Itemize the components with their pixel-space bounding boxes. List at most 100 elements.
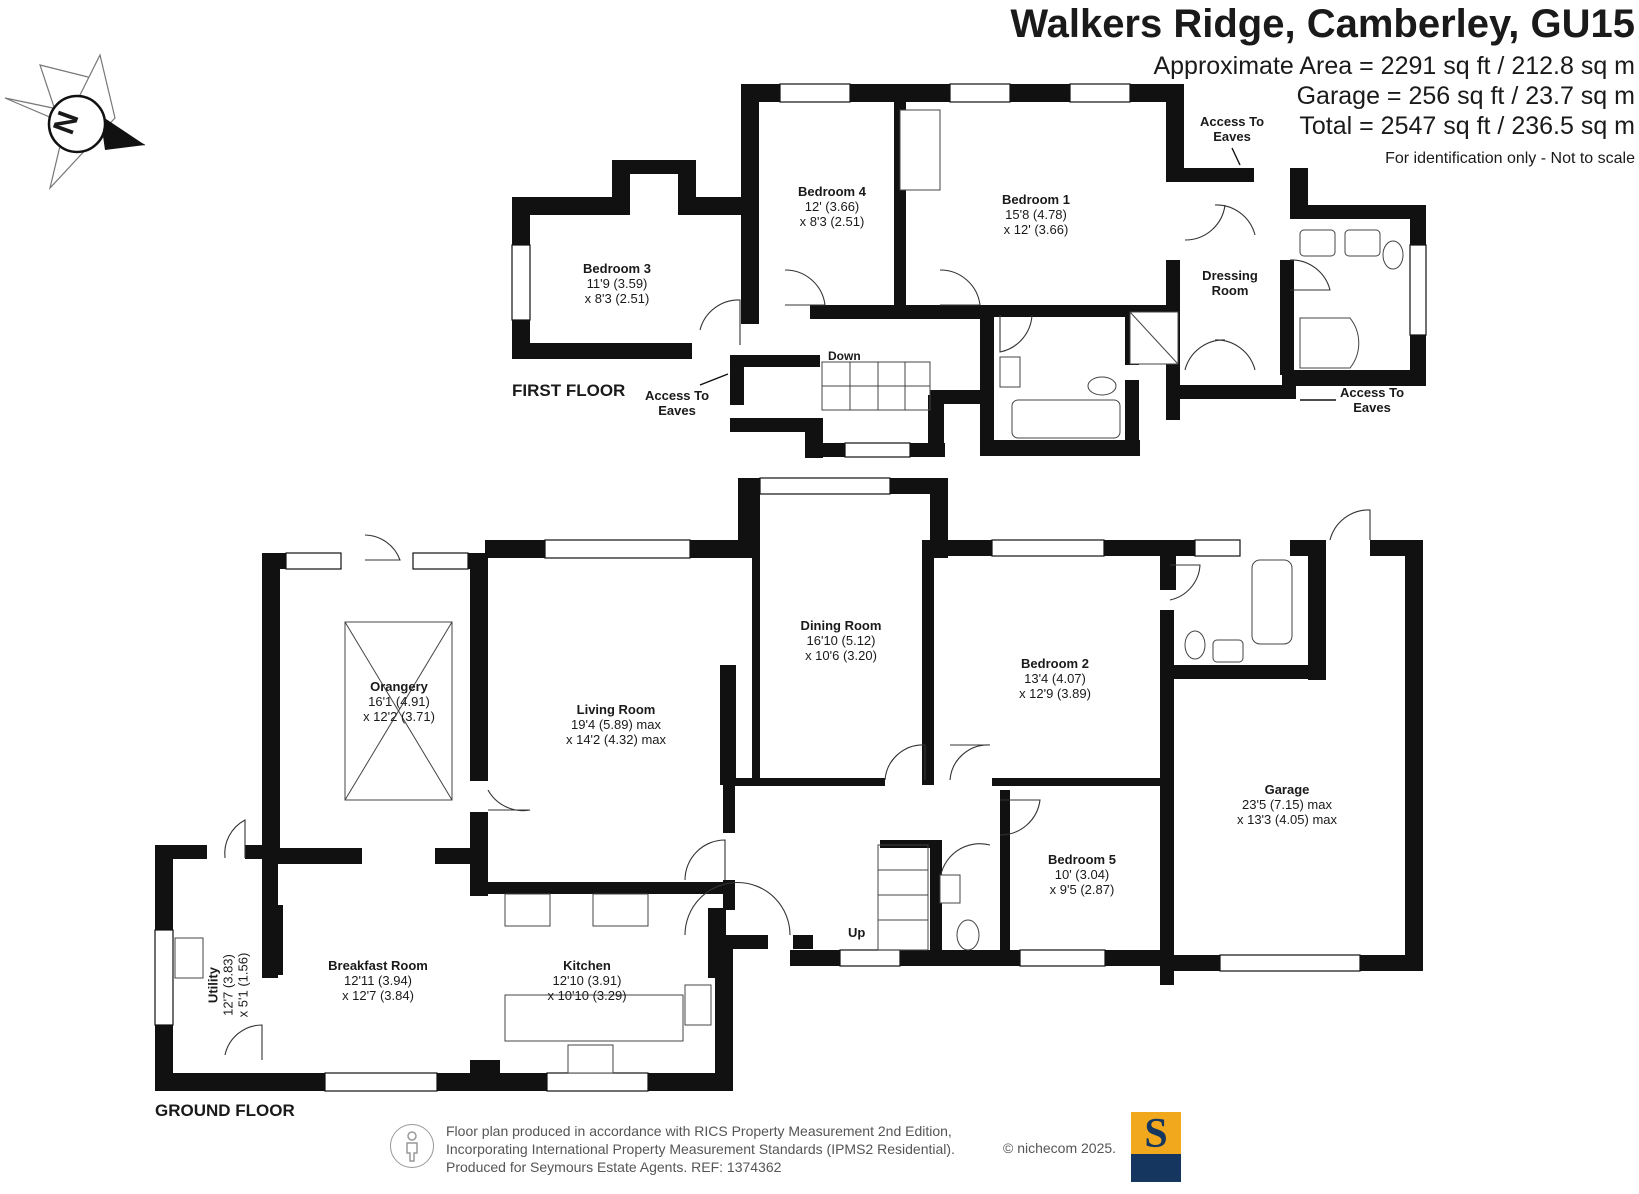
room-dim: 19'4 (5.89) max [571, 717, 661, 732]
wall [1360, 955, 1423, 971]
room-name: Orangery [370, 679, 428, 694]
wall [1166, 84, 1184, 180]
room-dim: 13'4 (4.07) [1024, 671, 1086, 686]
room-dim: x 10'6 (3.20) [805, 648, 877, 663]
room-name: Dining Room [800, 618, 882, 633]
wall [470, 1060, 500, 1074]
door-swing [364, 534, 401, 561]
basin [1299, 229, 1336, 257]
room-dim: x 12'7 (3.84) [342, 988, 414, 1003]
wall [690, 540, 740, 558]
eaves-label: Access To [1200, 114, 1265, 129]
room-orangery: Orangery 16'1 (4.91) x 12'2 (3.71) [363, 679, 435, 724]
basin [999, 356, 1021, 388]
wall [730, 418, 820, 432]
door-swing [1169, 564, 1201, 601]
stairs-down-label: Down [828, 349, 861, 363]
door-swing [999, 314, 1033, 353]
room-name: Garage [1264, 782, 1310, 797]
door-swing [1289, 259, 1331, 291]
window [949, 83, 1011, 103]
bath [1011, 399, 1121, 439]
wall [930, 390, 985, 404]
room-dim: 12'7 (3.83) [220, 954, 236, 1016]
room-dim: x 13'3 (4.05) max [1236, 812, 1338, 827]
window [1069, 83, 1131, 103]
wall [741, 84, 759, 324]
wall [980, 305, 994, 455]
kitchen-unit [504, 893, 551, 927]
room-name: Bedroom 2 [1021, 656, 1089, 671]
wall [1160, 610, 1174, 985]
wall [470, 553, 488, 781]
wall [725, 778, 885, 786]
window [1409, 244, 1427, 336]
room-garage: Garage 23'5 (7.15) max x 13'3 (4.05) max [1237, 782, 1337, 827]
wall [1280, 260, 1294, 375]
room-breakfast: Breakfast Room 12'11 (3.94) x 12'7 (3.84… [328, 958, 428, 1003]
room-name: Dressing [1202, 268, 1258, 283]
window [546, 1072, 649, 1092]
room-dim: 12'10 (3.91) [552, 973, 622, 988]
room-name: Breakfast Room [328, 958, 428, 973]
basin [939, 874, 961, 904]
wall [1166, 385, 1296, 399]
room-dim: 23'5 (7.15) max [1242, 797, 1332, 812]
wall [880, 840, 940, 848]
room-dim: 11'9 (3.59) [586, 276, 648, 291]
eaves-label: Access To [645, 388, 710, 403]
room-dim: 15'8 (4.78) [1005, 207, 1067, 222]
footer-text: Floor plan produced in accordance with R… [446, 1122, 955, 1176]
wall [738, 478, 756, 558]
window [412, 552, 469, 570]
room-name: Bedroom 4 [798, 184, 866, 199]
window [839, 949, 901, 967]
garage-area: Garage = 256 sq ft / 23.7 sq m [1296, 82, 1635, 110]
window [991, 539, 1105, 557]
window [1019, 949, 1106, 967]
wall [928, 395, 944, 457]
wall [723, 880, 735, 910]
room-dim: x 8'3 (2.51) [799, 214, 865, 229]
door-swing [224, 819, 246, 859]
window [779, 83, 851, 103]
kitchen-counter [504, 994, 684, 1042]
room-dim: 16'1 (4.91) [368, 694, 430, 709]
room-dim: 16'10 (5.12) [806, 633, 876, 648]
wall [1405, 540, 1423, 970]
door-swing [224, 1024, 263, 1060]
toilet [1382, 240, 1404, 270]
window [511, 244, 531, 321]
bath [1251, 559, 1293, 645]
window [844, 442, 911, 458]
wall [488, 882, 723, 894]
wall [1166, 380, 1180, 420]
room-utility: Utility 12'7 (3.83) x 5'1 (1.56) [206, 953, 251, 1018]
door-swing [1329, 509, 1371, 541]
window [285, 552, 342, 570]
wall [730, 355, 820, 367]
eaves-access-left: Access To Eaves [645, 388, 709, 418]
door-swing [487, 789, 531, 812]
basin [1344, 229, 1381, 257]
wall [435, 848, 485, 864]
wall [723, 785, 735, 833]
wall [1290, 168, 1308, 208]
accessibility-person-icon [390, 1124, 434, 1168]
wall [648, 1073, 733, 1091]
approx-area: Approximate Area = 2291 sq ft / 212.8 sq… [1153, 52, 1635, 80]
room-bedroom-1: Bedroom 1 15'8 (4.78) x 12' (3.66) [1002, 192, 1070, 237]
room-name-line2: Room [1211, 283, 1249, 298]
seymours-logo: S [1131, 1112, 1181, 1182]
door-swing [684, 881, 791, 936]
room-dim: x 8'3 (2.51) [584, 291, 650, 306]
wall [930, 540, 992, 556]
wall [512, 197, 612, 215]
room-living: Living Room 19'4 (5.89) max x 14'2 (4.32… [566, 702, 666, 747]
eaves-access-top: Access To Eaves [1200, 114, 1264, 144]
eaves-label: Eaves [1213, 129, 1251, 144]
door-swing [999, 799, 1041, 836]
wall [715, 935, 733, 1091]
footer-line: Incorporating International Property Mea… [446, 1141, 955, 1157]
wall [1160, 540, 1200, 556]
